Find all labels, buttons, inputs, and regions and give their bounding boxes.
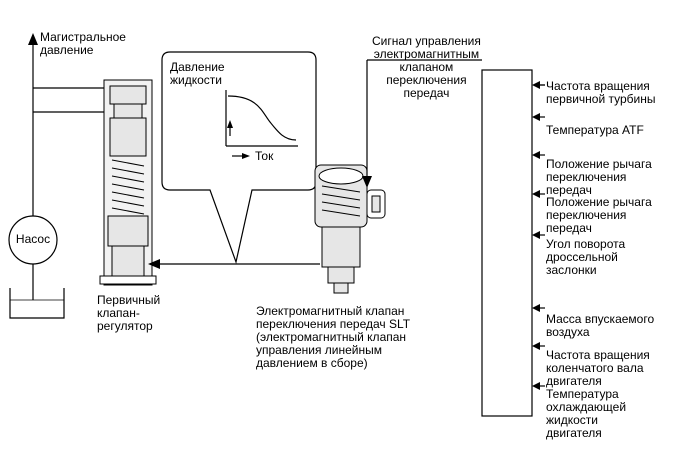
primary-regulator-valve-icon bbox=[99, 79, 157, 286]
ecu-box bbox=[481, 69, 533, 417]
input-label: Частота вращения первичной турбины bbox=[546, 79, 656, 106]
ecu-input-arrows bbox=[532, 81, 545, 390]
input-arrowhead bbox=[532, 190, 540, 198]
input-arrowhead bbox=[532, 151, 540, 159]
main-pressure-label: Магистральное давление bbox=[40, 30, 126, 57]
slt-solenoid-label: Электромагнитный клапан переключения пер… bbox=[256, 304, 411, 370]
input-label: Положение рычага переключения передач bbox=[546, 157, 652, 197]
current-axis-label: Ток bbox=[255, 149, 274, 163]
input-label: Частота вращения коленчатого вала двигат… bbox=[546, 348, 650, 388]
slt-solenoid-valve-icon bbox=[314, 164, 386, 294]
main-pressure-lines bbox=[28, 33, 104, 222]
pump-symbol bbox=[8, 215, 58, 300]
input-label: Масса впускаемого воздуха bbox=[546, 312, 655, 339]
input-arrowhead bbox=[532, 113, 540, 121]
input-arrowhead bbox=[532, 342, 540, 350]
input-arrowhead bbox=[532, 231, 540, 239]
input-arrowhead bbox=[532, 304, 540, 312]
input-arrowhead bbox=[532, 81, 540, 89]
control-signal-line bbox=[362, 59, 482, 188]
input-label: Положение рычага переключения передач bbox=[546, 195, 652, 235]
pump-label: Насос bbox=[15, 232, 51, 246]
pressure-curve-graph bbox=[225, 90, 298, 159]
input-arrowhead bbox=[532, 382, 540, 390]
primary-regulator-label: Первичный клапан- регулятор bbox=[97, 293, 161, 333]
fluid-pressure-label: Давление жидкости bbox=[170, 60, 225, 87]
input-label: Температура охлаждающей жидкости двигате… bbox=[546, 387, 627, 440]
input-label: Температура ATF bbox=[546, 123, 644, 137]
oil-pan-icon bbox=[9, 288, 65, 319]
signal-pressure-line bbox=[148, 259, 320, 269]
input-label: Угол поворота дроссельной заслонки bbox=[546, 237, 626, 277]
fluid-pressure-callout bbox=[161, 51, 317, 265]
control-signal-label: Сигнал управления электромагнитным клапа… bbox=[372, 34, 481, 100]
